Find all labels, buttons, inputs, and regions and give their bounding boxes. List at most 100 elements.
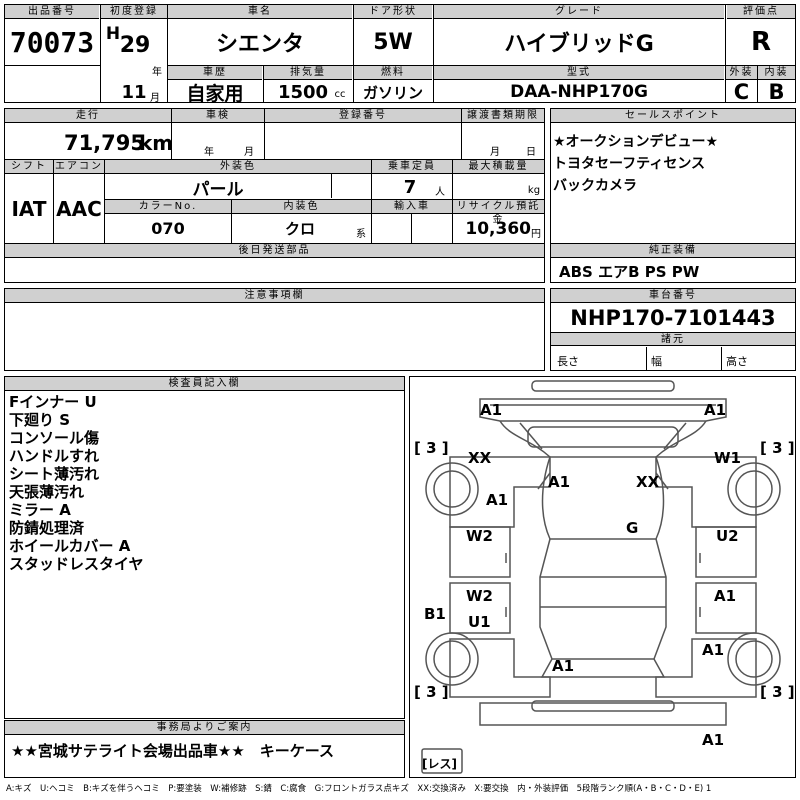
- lot-number: 70073: [9, 25, 95, 59]
- reg-month: 11: [121, 81, 147, 103]
- import-label: 輸入車: [372, 200, 452, 214]
- year-unit: 年: [152, 66, 162, 78]
- details-box: 走行 車検 登録番号 譲渡書類期限 71,795 km 年 月 月 日 シフト …: [4, 108, 545, 283]
- car-name: シエンタ: [215, 32, 304, 57]
- chassis-box: 車台番号 NHP170-7101443 諸元 長さ 幅 高さ: [550, 288, 796, 371]
- inspector-line: 下廻り S: [9, 411, 71, 429]
- damage-mark: A1: [702, 731, 725, 749]
- load-unit: kg: [527, 184, 541, 196]
- displacement-label: 排気量: [264, 66, 352, 80]
- damage-mark: A1: [702, 641, 725, 659]
- width-label: 幅: [651, 355, 662, 368]
- header-box: 出品番号 初度登録 車名 ドア形状 グレード 評価点 70073 H 29 年 …: [4, 4, 796, 105]
- sales-line-2: トヨタセーフティセンス: [553, 156, 706, 172]
- reg-no-label: 登録番号: [265, 109, 461, 123]
- damage-mark: W2: [466, 587, 493, 605]
- length-label: 長さ: [557, 355, 579, 368]
- int-grade: B: [768, 80, 785, 104]
- inspector-label: 検査員記入欄: [5, 377, 404, 391]
- car-diagram: [ 3 ] [ 3 ] [ 3 ] [ 3 ] [レス] A1 A1 XX W1…: [409, 376, 796, 778]
- equipment-value: ABS エアB PS PW: [559, 263, 700, 281]
- legend: A:キズ U:ヘコミ B:キズを伴うヘコミ P:要塗装 W:補修跡 S:錆 C:…: [6, 784, 712, 794]
- damage-mark: W2: [466, 527, 493, 545]
- color-no-label: カラーNo.: [105, 200, 231, 214]
- grade-label: グレード: [434, 5, 724, 19]
- mileage: 71,795: [63, 131, 145, 155]
- int-label: 内装: [758, 66, 795, 80]
- office-label: 事務局よりご案内: [5, 721, 404, 735]
- notes-label: 注意事項欄: [5, 289, 544, 303]
- ext-grade: C: [733, 80, 750, 104]
- tire-rear-left: [ 3 ]: [414, 683, 449, 701]
- door-type: 5W: [373, 29, 413, 55]
- load-label: 最大積載量: [453, 160, 544, 174]
- inspector-line: スタッドレスタイヤ: [9, 555, 144, 573]
- inspector-line: 天張薄汚れ: [9, 483, 85, 501]
- later-parts-label: 後日発送部品: [5, 244, 544, 258]
- capacity-unit: 人: [435, 186, 445, 198]
- era: H: [105, 24, 121, 44]
- rating: R: [750, 27, 772, 57]
- insp-year-unit: 年: [204, 146, 214, 158]
- reg-year: 29: [119, 32, 151, 58]
- damage-mark: U1: [468, 613, 491, 631]
- door-label: ドア形状: [354, 5, 432, 19]
- model-label: 型式: [434, 66, 724, 80]
- spare-tire: [レス]: [422, 757, 457, 771]
- chassis-label: 車台番号: [551, 289, 795, 303]
- chassis-number: NHP170-7101443: [570, 306, 776, 330]
- damage-mark: A1: [486, 491, 509, 509]
- inspector-line: ミラー A: [9, 501, 71, 519]
- mileage-unit: km: [138, 131, 174, 155]
- int-color-label: 内装色: [232, 200, 371, 214]
- inspector-line: シート薄汚れ: [9, 465, 100, 483]
- reg-label: 初度登録: [101, 5, 167, 19]
- sales-label: セールスポイント: [551, 109, 795, 123]
- damage-mark: B1: [424, 605, 446, 623]
- inspector-notes: Fインナー U 下廻り S コンソール傷 ハンドルすれ シート薄汚れ 天張薄汚れ…: [9, 393, 144, 573]
- recycle-unit: 円: [531, 228, 541, 240]
- fuel-label: 燃料: [354, 66, 432, 80]
- history: 自家用: [186, 82, 244, 105]
- model: DAA-NHP170G: [510, 82, 648, 102]
- damage-mark: G: [626, 519, 639, 537]
- shift-label: シフト: [5, 160, 53, 174]
- mileage-label: 走行: [5, 109, 171, 123]
- car-outline: [421, 380, 781, 774]
- office-notice: ★★宮城サテライト会場出品車★★ キーケース: [11, 742, 335, 760]
- tire-front-right: [ 3 ]: [760, 439, 795, 457]
- inspector-line: ハンドルすれ: [9, 447, 100, 465]
- recycle-label: リサイクル預託金: [453, 200, 544, 225]
- inspector-line: ホイールカバー A: [9, 537, 131, 555]
- month-unit: 月: [150, 92, 160, 104]
- damage-mark: A1: [704, 401, 727, 419]
- damage-mark: XX: [468, 449, 492, 467]
- recycle-fee: 10,360: [465, 218, 531, 239]
- tire-front-left: [ 3 ]: [414, 439, 449, 457]
- dims-label: 諸元: [551, 332, 795, 346]
- inspector-line: Fインナー U: [9, 393, 97, 411]
- sales-line-3: バックカメラ: [553, 178, 637, 194]
- sales-box: セールスポイント ★オークションデビュー★ トヨタセーフティセンス バックカメラ…: [550, 108, 796, 283]
- transfer-label: 譲渡書類期限: [462, 109, 544, 123]
- history-label: 車歴: [168, 66, 262, 80]
- name-label: 車名: [168, 5, 352, 19]
- damage-mark: A1: [552, 657, 575, 675]
- height-label: 高さ: [726, 355, 748, 368]
- color-label: 外装色: [105, 160, 371, 174]
- office-box: 事務局よりご案内 ★★宮城サテライト会場出品車★★ キーケース: [4, 720, 405, 778]
- inspector-box: 検査員記入欄 Fインナー U 下廻り S コンソール傷 ハンドルすれ シート薄汚…: [4, 376, 405, 719]
- interior-color: クロ: [284, 220, 315, 238]
- damage-mark: U2: [716, 527, 739, 545]
- damage-mark: A1: [548, 473, 571, 491]
- capacity: 7: [403, 176, 417, 198]
- ext-label: 外装: [726, 66, 757, 80]
- transfer-month-unit: 月: [490, 146, 500, 158]
- damage-mark: A1: [714, 587, 737, 605]
- lot-label: 出品番号: [5, 5, 99, 19]
- capacity-label: 乗車定員: [372, 160, 452, 174]
- inspection-label: 車検: [172, 109, 264, 123]
- damage-mark: A1: [480, 401, 503, 419]
- damage-mark: W1: [714, 449, 741, 467]
- equipment-label: 純正装備: [551, 244, 795, 258]
